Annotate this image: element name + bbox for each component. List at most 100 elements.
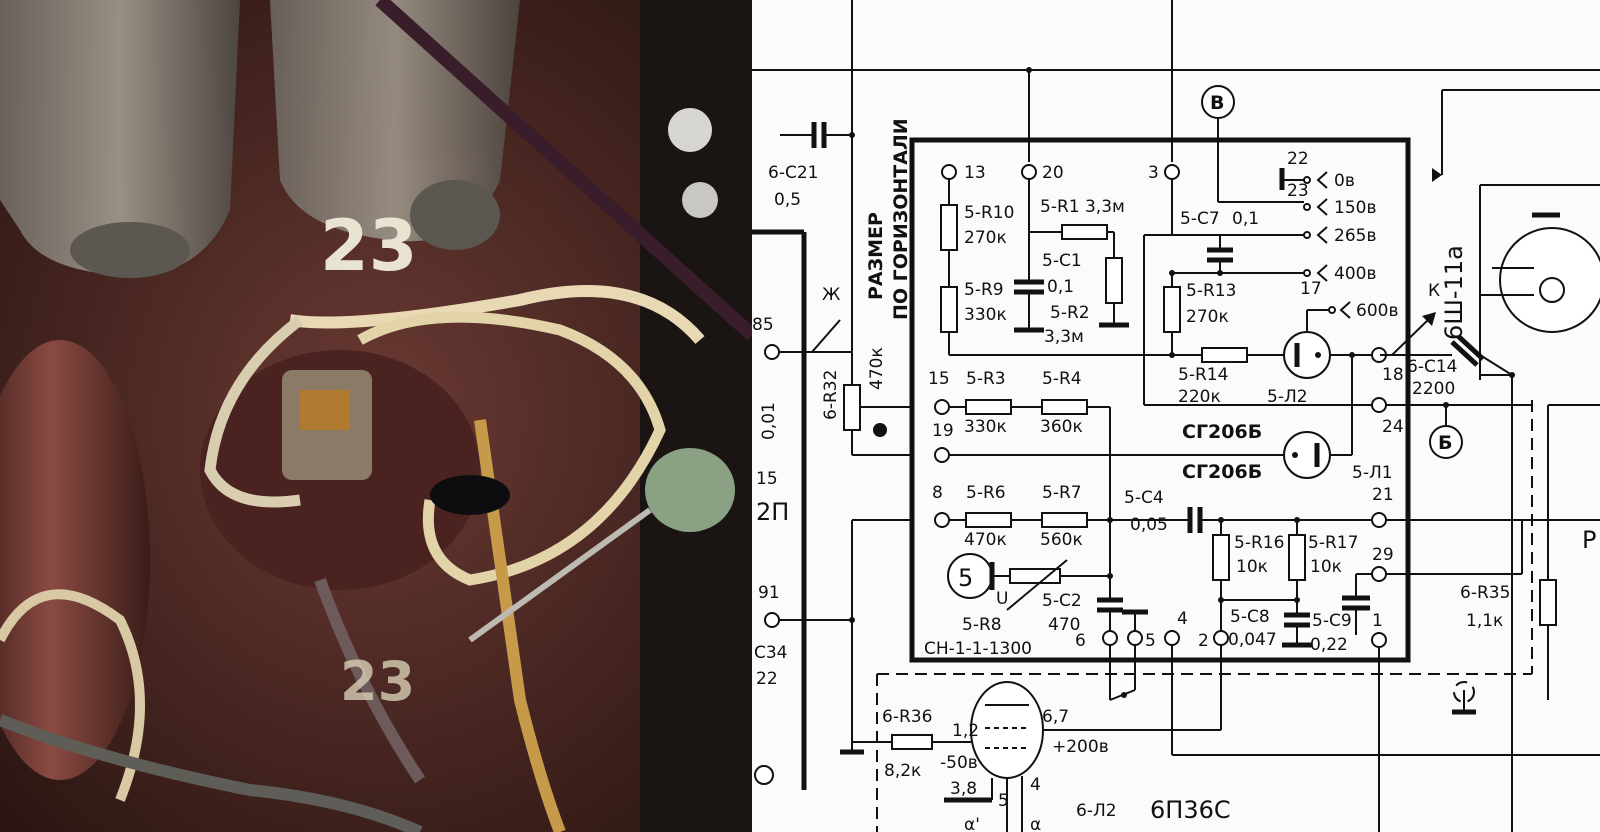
svg-text:600в: 600в [1356, 301, 1398, 321]
module-part-code: СН-1-1-1300 [924, 639, 1032, 659]
photo-render: 23 23 [0, 0, 752, 832]
alpha-prime: α' [964, 815, 980, 832]
c7-label: 5-C7 [1180, 209, 1220, 229]
tap-265v: 265в [1303, 226, 1376, 246]
c21-value: 0,5 [774, 190, 801, 210]
chassis-photo: 23 23 [0, 0, 752, 832]
r13-label: 5-R13 [1186, 281, 1236, 301]
vlabel-line1: РАЗМЕР [865, 212, 887, 300]
left-frag-c34: С34 [754, 643, 788, 663]
alpha: α [1030, 815, 1041, 832]
r36-value: 8,2к [884, 761, 921, 781]
tap-600v: 600в [1328, 301, 1398, 321]
c7-value: 0,1 [1232, 209, 1259, 229]
pin-21: 21 [1372, 485, 1394, 505]
r8-label: 5-R8 [962, 615, 1002, 635]
right-frag: Р [1582, 526, 1596, 554]
tube-6p36s-symbol [970, 681, 1044, 779]
pin-22: 22 [1287, 149, 1309, 169]
c4-value: 0,05 [1130, 515, 1168, 535]
c8-label: 5-C8 [1230, 607, 1270, 627]
horizontal-size-label: РАЗМЕР [865, 212, 887, 300]
pin-3: 3 [1148, 163, 1159, 183]
r3-label: 5-R3 [966, 369, 1006, 389]
pin-29: 29 [1372, 545, 1394, 565]
pin-23: 23 [1287, 181, 1309, 201]
r32-value: 470к [867, 347, 887, 390]
tube-pins-38: 3,8 [950, 779, 977, 799]
plus-200v: +200в [1052, 737, 1109, 757]
minus-50v: -50в [940, 753, 978, 773]
r10-label: 5-R10 [964, 203, 1014, 223]
module-number: 5 [958, 564, 973, 592]
tube2-label: СГ206Б [1182, 461, 1262, 483]
r14-value: 220к [1178, 387, 1221, 407]
c14-value: 2200 [1412, 379, 1455, 399]
pin-1: 1 [1372, 611, 1383, 631]
r2-label: 5-R2 [1050, 303, 1090, 323]
r8-u: U [996, 589, 1008, 609]
r6-label: 5-R6 [966, 483, 1006, 503]
pin-2: 2 [1198, 631, 1209, 651]
socket-label: 6Ш-11а [1440, 245, 1468, 340]
node-b-label: Б [1438, 432, 1452, 454]
l1-label: 5-Л1 [1352, 463, 1393, 483]
r4-value: 360к [1040, 417, 1083, 437]
c21-label: 6-C21 [768, 163, 818, 183]
pin-17: 17 [1300, 279, 1322, 299]
node-zh: Ж [822, 285, 840, 305]
pin-19: 19 [932, 421, 954, 441]
schematic-diagram: В 6-C21 0,5 РАЗМЕР ПО ГОРИЗОНТАЛИ 8 5 Ж 0… [752, 0, 1600, 832]
svg-text:400в: 400в [1334, 264, 1376, 284]
node-v-label: В [1210, 92, 1224, 114]
pin-13: 13 [964, 163, 986, 183]
r10-value: 270к [964, 228, 1007, 248]
tap-400v: 400в [1303, 264, 1376, 284]
r17-label: 5-R17 [1308, 533, 1358, 553]
tap-150v: 150в [1303, 198, 1376, 218]
r9-label: 5-R9 [964, 280, 1004, 300]
c4-label: 5-C4 [1124, 488, 1164, 508]
c8-value: 0,047 [1228, 630, 1277, 650]
schematic-panel: В 6-C21 0,5 РАЗМЕР ПО ГОРИЗОНТАЛИ 8 5 Ж 0… [752, 0, 1600, 832]
pin-15: 15 [928, 369, 950, 389]
r14-label: 5-R14 [1178, 365, 1228, 385]
r7-label: 5-R7 [1042, 483, 1082, 503]
tube-pin-4: 4 [1030, 775, 1041, 795]
c2-value: 470 [1048, 615, 1080, 635]
c9-value: 0,22 [1310, 635, 1348, 655]
tap-0v: 0в [1303, 171, 1355, 191]
pin-5: 5 [1145, 631, 1156, 651]
svg-text:150в: 150в [1334, 198, 1376, 218]
pin-91: 91 [758, 583, 780, 603]
left-frag-15: 15 [756, 469, 778, 489]
r16-label: 5-R16 [1234, 533, 1284, 553]
tube-pins-67: 6,7 [1042, 707, 1069, 727]
svg-text:265в: 265в [1334, 226, 1376, 246]
tube-l2-label: 6-Л2 [1076, 801, 1117, 821]
left-frag-22: 22 [756, 669, 778, 689]
r1-label: 5-R1 3,3м [1040, 197, 1125, 217]
c14-label: 6-C14 [1407, 357, 1457, 377]
r35-value: 1,1к [1466, 611, 1503, 631]
vlabel-line2: ПО ГОРИЗОНТАЛИ [890, 118, 912, 320]
pin-24: 24 [1382, 417, 1404, 437]
pin-18: 18 [1382, 365, 1404, 385]
photo-stamp-23-lower: 23 [340, 650, 415, 713]
svg-text:0в: 0в [1334, 171, 1355, 191]
r35-label: 6-R35 [1460, 583, 1510, 603]
r32-label: 6-R32 [821, 370, 841, 420]
pin-8: 8 [932, 483, 943, 503]
tube1-label: СГ206Б [1182, 421, 1262, 443]
left-frag-2p: 2П [756, 498, 789, 526]
r16-value: 10к [1236, 557, 1268, 577]
photo-stamp-23: 23 [320, 205, 417, 287]
c2-label: 5-C2 [1042, 591, 1082, 611]
left-frag-001: 0,01 [759, 402, 779, 440]
tube-pins-12: 1,2 [952, 721, 979, 741]
r36-label: 6-R36 [882, 707, 932, 727]
l1-tube-symbol [1283, 431, 1331, 479]
c1-label: 5-C1 [1042, 251, 1082, 271]
r9-value: 330к [964, 305, 1007, 325]
pin-20: 20 [1042, 163, 1064, 183]
